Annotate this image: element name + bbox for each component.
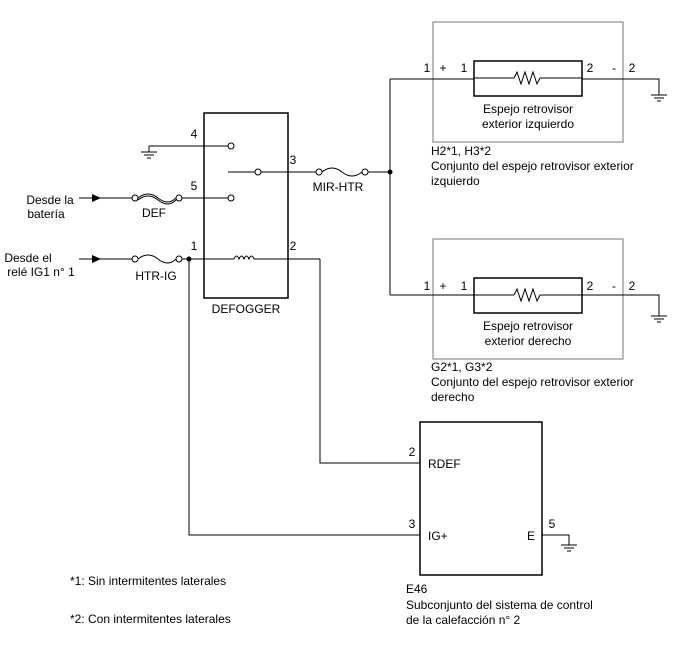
- mirror-left-ground-wire: [582, 78, 660, 95]
- mirror-left-pin-outer-left: 1: [424, 61, 431, 75]
- mirror-right-resistor-icon: [513, 287, 541, 303]
- pin4-number: 4: [191, 127, 198, 141]
- mirror-left-plus: +: [439, 61, 446, 75]
- mir-htr-fuse: [315, 167, 369, 177]
- battery-source-line1: Desde la: [26, 193, 74, 207]
- battery-arrow-icon: [92, 194, 101, 202]
- pin5-contact: [227, 194, 235, 202]
- pin2-number: 2: [290, 239, 297, 253]
- ground-icon: [561, 544, 577, 552]
- battery-source-line2: batería: [27, 207, 65, 221]
- relay-source-line1: Desde el: [4, 251, 51, 265]
- pin4-contact: [227, 142, 235, 150]
- ground-icon: [141, 151, 157, 159]
- mirror-right-box: [432, 238, 624, 360]
- htr-ig-fuse: [131, 254, 183, 264]
- ecu-e-label: E: [527, 529, 535, 543]
- mirror-right-title-line2: derecho: [431, 390, 475, 404]
- mirror-right-pin-outer-left: 1: [424, 279, 431, 293]
- relay-arrow-icon: [92, 255, 101, 263]
- mirror-left-minus: -: [612, 61, 616, 75]
- ecu-code: E46: [406, 582, 428, 596]
- ecu-ground-wire: [542, 534, 570, 545]
- ecu-pin-ig: 3: [409, 517, 416, 531]
- def-fuse: [131, 193, 183, 205]
- mirror-left-pin-outer-right: 2: [629, 61, 636, 75]
- mirror-left-heater-line1: Espejo retrovisor: [483, 102, 573, 116]
- ig-wire: [188, 259, 420, 536]
- mirror-left-heater-line2: exterior izquierdo: [482, 117, 574, 131]
- mirror-right-pin-inner-right: 2: [587, 279, 594, 293]
- mirror-right-minus: -: [612, 279, 616, 293]
- mirror-right-pin-inner-left: 1: [461, 279, 468, 293]
- ecu-ig-label: IG+: [428, 529, 448, 543]
- mirror-left-pin-inner-right: 2: [587, 61, 594, 75]
- ecu-title-line1: Subconjunto del sistema de control: [406, 598, 593, 612]
- footnote-1: *1: Sin intermitentes laterales: [70, 574, 226, 588]
- ecu-pin-e: 5: [549, 517, 556, 531]
- pin1-number: 1: [191, 239, 198, 253]
- rdef-wire: [319, 259, 420, 464]
- pin3-contact: [254, 168, 262, 176]
- defogger-label: DEFOGGER: [212, 302, 281, 316]
- mirror-right-plus: +: [439, 279, 446, 293]
- mirror-left-title-line2: izquierdo: [431, 174, 480, 188]
- mirror-left-pin-inner-left: 1: [461, 61, 468, 75]
- mirror-right-pin-outer-right: 2: [629, 279, 636, 293]
- ground-icon: [651, 94, 667, 102]
- ecu-block: [419, 421, 543, 576]
- pin5-number: 5: [191, 179, 198, 193]
- mirror-left-box: [432, 21, 624, 143]
- defogger-block: [203, 112, 289, 299]
- htr-ig-fuse-label: HTR-IG: [135, 269, 176, 283]
- mirror-left-codes: H2*1, H3*2: [431, 144, 491, 158]
- ecu-pin-rdef: 2: [409, 445, 416, 459]
- ground-icon: [651, 315, 667, 323]
- mir-htr-label: MIR-HTR: [313, 180, 364, 194]
- mirror-right-ground-wire: [582, 294, 660, 316]
- mirror-right-heater-line1: Espejo retrovisor: [483, 319, 573, 333]
- relay-source-line2: relé IG1 n° 1: [7, 265, 75, 279]
- mirror-right-codes: G2*1, G3*2: [431, 360, 493, 374]
- mirror-left-title-line1: Conjunto del espejo retrovisor exterior: [431, 159, 634, 173]
- pin3-number: 3: [290, 153, 297, 167]
- mirror-right-heater-line2: exterior derecho: [485, 334, 572, 348]
- footnote-2: *2: Con intermitentes laterales: [70, 612, 231, 626]
- ecu-title-line2: de la calefacción n° 2: [406, 613, 521, 627]
- relay-coil-icon: [233, 255, 255, 261]
- def-fuse-label: DEF: [142, 206, 166, 220]
- ecu-rdef-label: RDEF: [428, 457, 461, 471]
- mirror-right-title-line1: Conjunto del espejo retrovisor exterior: [431, 375, 634, 389]
- mirror-left-resistor-icon: [513, 70, 541, 86]
